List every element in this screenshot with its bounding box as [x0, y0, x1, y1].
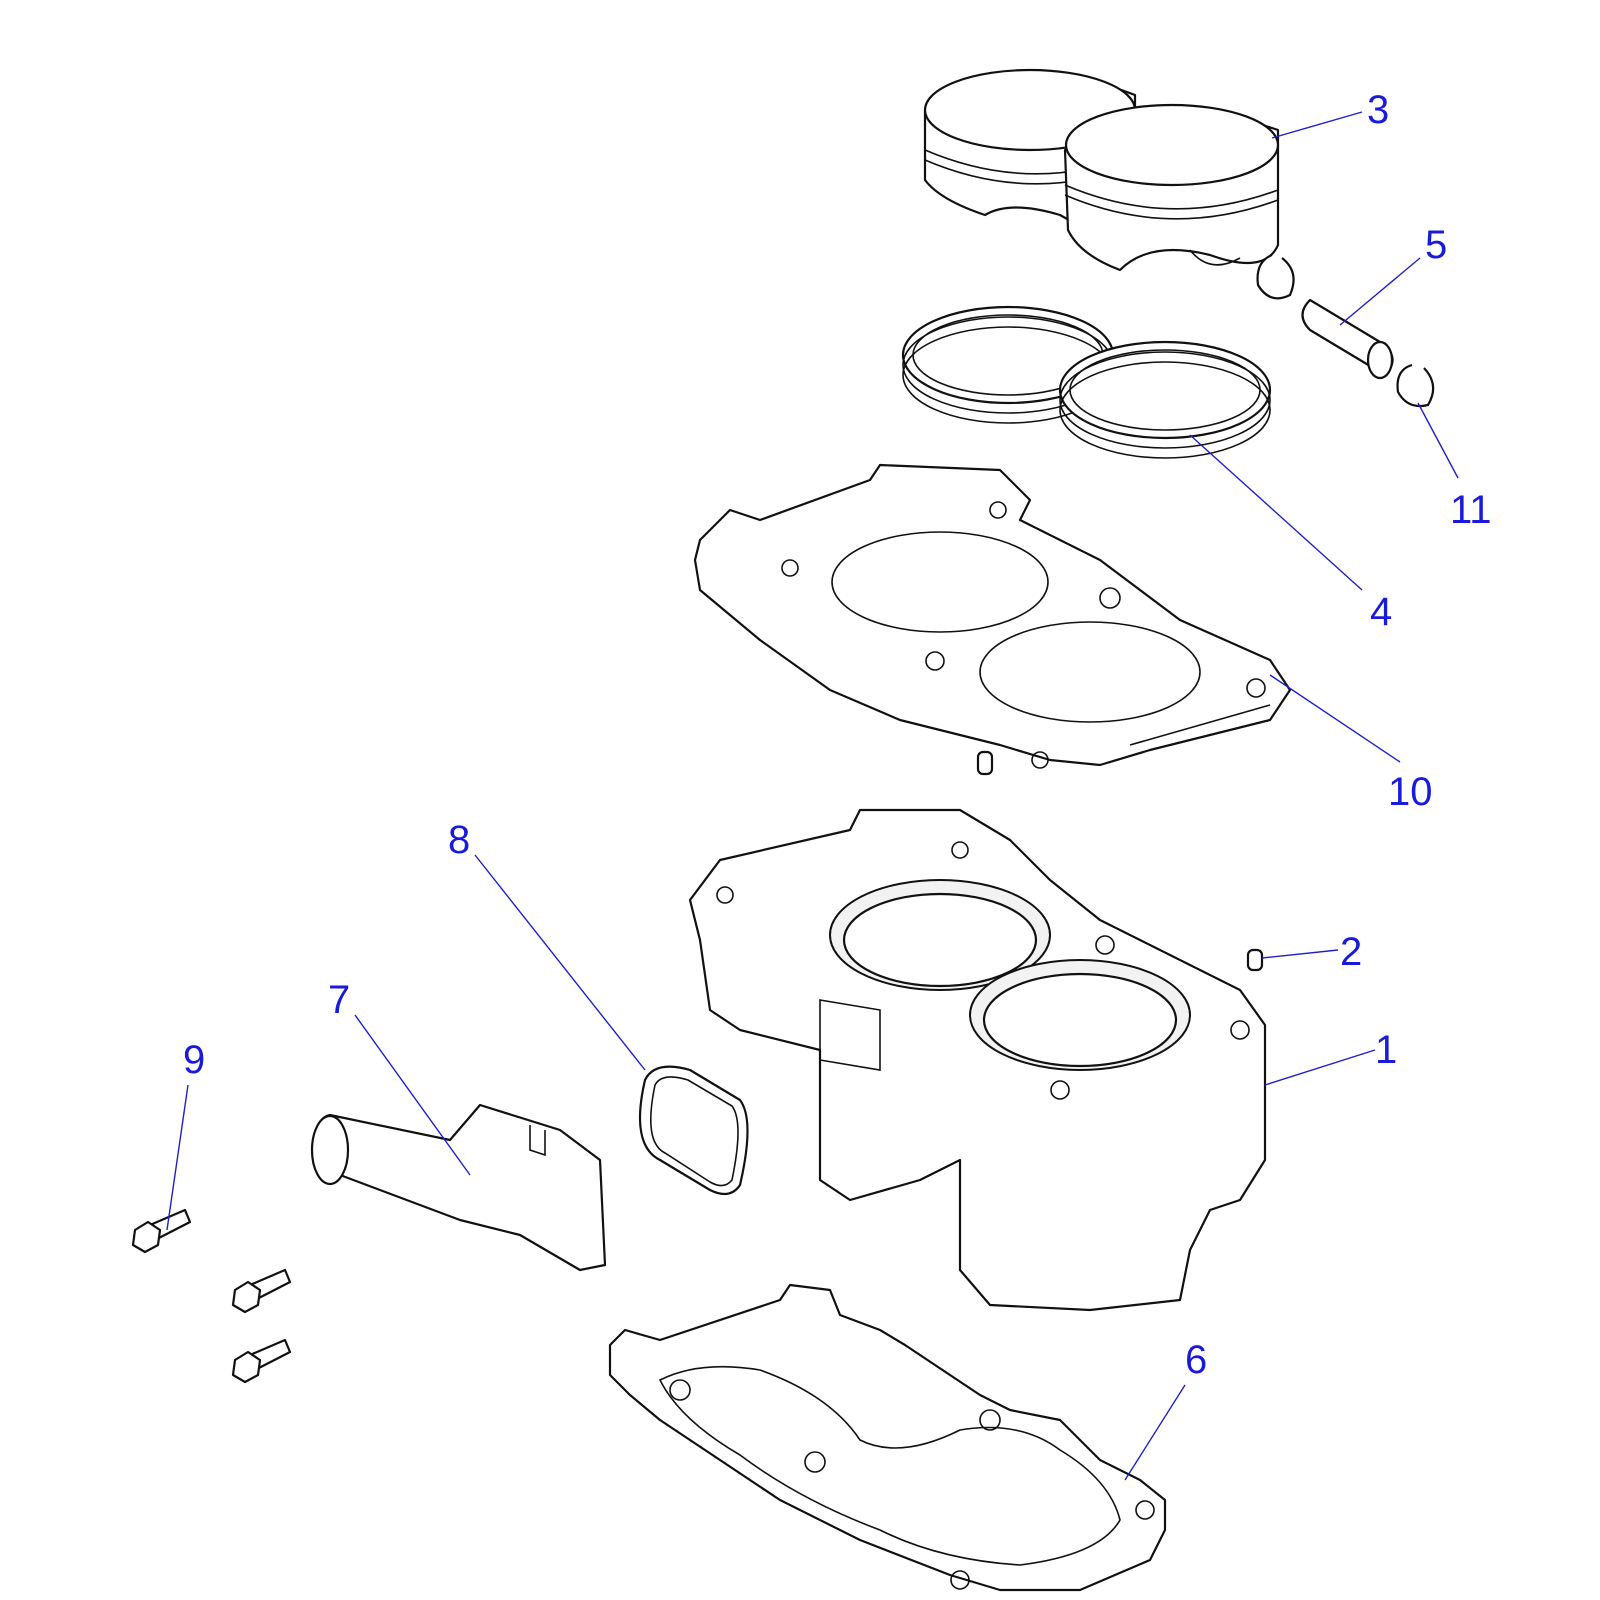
- callout-5: 5: [1425, 223, 1448, 267]
- cylinder-block: [688, 808, 1267, 1312]
- callout-8: 8: [448, 818, 471, 862]
- leader-6: [1124, 1384, 1186, 1481]
- bolt-1: [131, 1208, 192, 1254]
- leader-2: [1261, 949, 1339, 959]
- dowel-pin-upper: [976, 750, 994, 776]
- leader-4: [1189, 434, 1363, 591]
- leader-10: [1269, 674, 1401, 763]
- leader-9: [166, 1084, 189, 1231]
- coolant-outlet: [310, 1103, 607, 1272]
- leader-5: [1339, 257, 1421, 326]
- callout-9: 9: [183, 1038, 206, 1082]
- callout-7: 7: [328, 978, 351, 1022]
- bolt-2: [231, 1268, 292, 1314]
- callout-2: 2: [1340, 930, 1363, 974]
- callout-3: 3: [1367, 88, 1390, 132]
- callout-10: 10: [1388, 770, 1433, 814]
- piston-pin: [1301, 298, 1394, 380]
- leader-8: [474, 854, 646, 1071]
- circlip-left: [1256, 253, 1295, 300]
- callout-4: 4: [1370, 590, 1393, 634]
- head-gasket: [693, 463, 1292, 769]
- circlip-right: [1396, 363, 1435, 408]
- bolt-3: [231, 1338, 292, 1384]
- piston-right: [1063, 103, 1280, 272]
- base-gasket: [608, 1283, 1167, 1592]
- callout-1: 1: [1375, 1028, 1398, 1072]
- piston-rings: [901, 305, 1272, 459]
- callout-6: 6: [1185, 1338, 1208, 1382]
- leader-7: [354, 1014, 471, 1176]
- dowel-pin: [1246, 948, 1264, 972]
- leader-3: [1271, 111, 1363, 139]
- leader-1: [1264, 1049, 1376, 1086]
- leader-11: [1417, 402, 1459, 479]
- callout-11: 11: [1450, 488, 1492, 532]
- outlet-seal: [638, 1065, 749, 1196]
- leader-lines: [166, 111, 1459, 1481]
